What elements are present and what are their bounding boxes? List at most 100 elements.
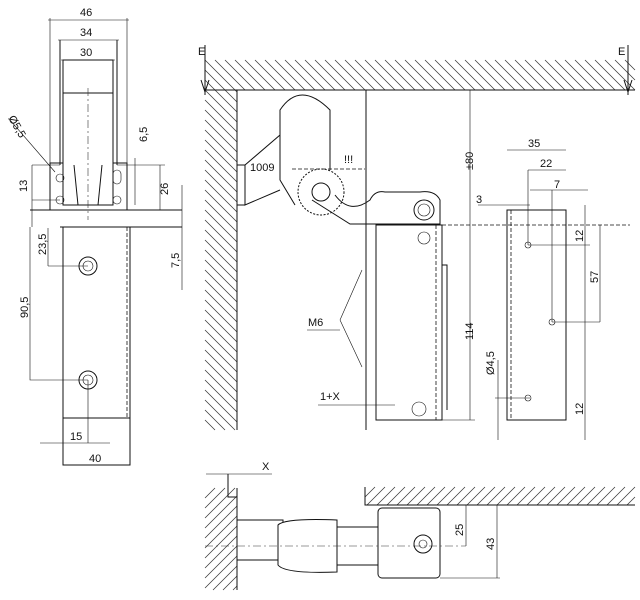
hatch-line <box>204 329 238 363</box>
hatch-line <box>204 269 238 303</box>
hatch-line <box>586 486 606 506</box>
hatch-line <box>606 486 626 506</box>
hatch-line <box>294 59 326 91</box>
closer-arm-loop <box>237 94 331 206</box>
dim-dia45: Ø4,5 <box>485 351 497 375</box>
hatching <box>204 59 636 591</box>
hatch-line <box>204 339 238 373</box>
hatch-line <box>204 79 216 91</box>
hatch-line <box>204 149 238 183</box>
hatch-line <box>304 59 336 91</box>
hatch-line <box>204 535 238 569</box>
dim-57: 57 <box>589 271 601 283</box>
hatch-line <box>204 487 226 509</box>
hatch-line <box>546 486 566 506</box>
hatch-line <box>464 59 496 91</box>
hatch-line <box>406 486 426 506</box>
hatch-line <box>254 59 286 91</box>
hatch-line <box>584 59 616 91</box>
hatch-line <box>204 229 238 263</box>
hatch-line <box>204 379 238 413</box>
hatch-line <box>366 486 386 506</box>
hatch-line <box>576 486 596 506</box>
hatch-line <box>204 139 238 173</box>
dim-46: 46 <box>80 7 92 19</box>
hatch-line <box>204 89 238 123</box>
hatch-line <box>424 59 456 91</box>
front-view: 46 34 30 Ø5,5 6,5 13 26 7,5 23,5 90,5 15… <box>5 7 183 466</box>
hatch-line <box>284 59 316 91</box>
hatch-line <box>384 59 416 91</box>
hatch-line <box>214 59 246 91</box>
hatch-line <box>364 486 376 498</box>
dim-35: 35 <box>528 138 540 150</box>
hatch-line <box>244 59 276 91</box>
hatch-line <box>394 59 426 91</box>
hatch-line <box>204 525 238 559</box>
hatch-line <box>324 59 356 91</box>
hatch-line <box>274 59 306 91</box>
section-label-left: E <box>198 46 205 58</box>
hatch-line <box>204 487 216 499</box>
hatch-line <box>614 59 636 81</box>
hatch-line <box>204 189 238 223</box>
hatch-line <box>204 99 238 133</box>
dim-90-5: 90,5 <box>19 297 31 318</box>
hatch-line <box>222 575 238 591</box>
hatch-line <box>204 359 238 393</box>
hatch-line <box>466 486 486 506</box>
dim-26: 26 <box>159 183 171 195</box>
dim-13: 13 <box>18 180 30 192</box>
dim-30: 30 <box>80 47 92 59</box>
hatch-line <box>516 486 536 506</box>
model-number: 1009 <box>250 162 274 174</box>
hatch-line <box>204 69 226 91</box>
hatch-line <box>204 159 238 193</box>
hatch-line <box>534 59 566 91</box>
dim-15: 15 <box>70 431 82 443</box>
hatch-line <box>204 179 238 213</box>
hatch-line <box>204 289 238 323</box>
dim-7-5: 7,5 <box>170 253 182 268</box>
hatch-line <box>204 369 238 403</box>
hatch-line <box>204 199 238 233</box>
hatch-line <box>354 59 386 91</box>
hatch-line <box>554 59 586 91</box>
hatch-line <box>564 59 596 91</box>
hatch-line <box>204 419 216 431</box>
hatch-line <box>204 545 238 579</box>
hatch-line <box>204 487 236 519</box>
hatch-line <box>204 505 238 539</box>
hatch-line <box>204 515 238 549</box>
mounting-template <box>506 209 567 421</box>
adjust-mark: !!! <box>344 154 353 166</box>
hatch-line <box>626 496 636 506</box>
hatch-line <box>224 89 238 103</box>
hatch-line <box>484 59 516 91</box>
hatch-line <box>416 486 436 506</box>
hatch-line <box>224 59 256 91</box>
hatch-line <box>204 299 238 333</box>
hatch-line <box>524 59 556 91</box>
hatch-line <box>204 109 238 143</box>
hatch-line <box>496 486 516 506</box>
hatch-line <box>426 486 446 506</box>
hatch-line <box>544 59 576 91</box>
hatch-line <box>616 486 636 506</box>
hatch-line <box>204 259 238 293</box>
hatch-line <box>364 59 396 91</box>
hatch-line <box>486 486 506 506</box>
dim-7: 7 <box>554 179 560 191</box>
dim-3: 3 <box>476 194 482 206</box>
dim-1-plus-x: 1+X <box>320 391 341 403</box>
hatch-line <box>556 486 576 506</box>
hatch-line <box>504 59 536 91</box>
top-view: X 25 43 <box>205 461 635 590</box>
roller-bracket <box>377 507 441 579</box>
dim-12-top: 12 <box>574 230 586 242</box>
hatch-line <box>436 486 456 506</box>
hatch-line <box>344 59 376 91</box>
hatch-line <box>204 239 238 273</box>
hatch-line <box>264 59 296 91</box>
